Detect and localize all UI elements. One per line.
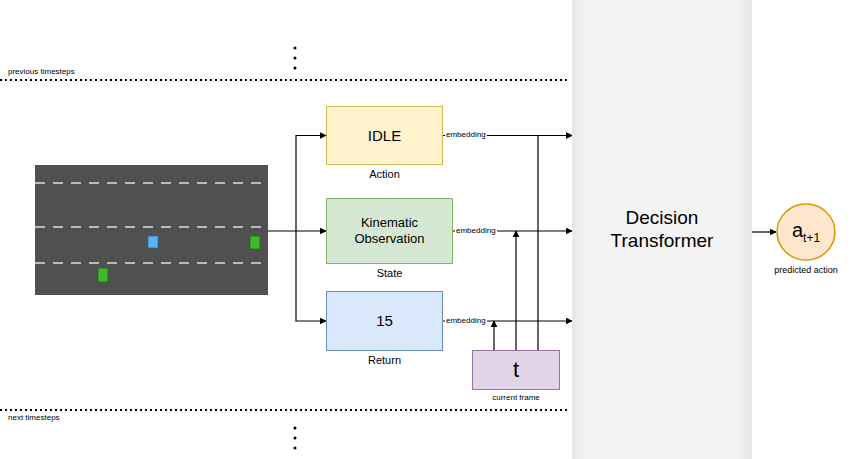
node-text: Kinematic Observation — [327, 215, 452, 246]
timestep-note: next timesteps — [8, 413, 60, 422]
image-link — [268, 230, 326, 231]
frame-branch — [515, 231, 516, 350]
frame-box: tcurrent frame — [472, 350, 560, 390]
return-box: 15Return — [326, 291, 443, 351]
state-box: Kinematic ObservationState — [326, 198, 453, 264]
edge-label: embedding — [445, 131, 487, 140]
node-caption: Return — [297, 354, 472, 366]
timestep-divider — [0, 409, 570, 411]
node-caption: predicted action — [746, 265, 852, 275]
edge-label: embedding — [455, 227, 497, 236]
node-caption: current frame — [443, 393, 589, 402]
transformer-band: Decision Transformer — [572, 0, 752, 459]
node-text: Decision Transformer — [572, 207, 752, 253]
frame-branch — [493, 321, 494, 350]
action-box: IDLEAction — [326, 106, 443, 165]
node-text: 15 — [370, 312, 399, 330]
connector — [538, 136, 572, 351]
image-link — [296, 231, 326, 321]
node-caption: Action — [297, 168, 472, 180]
symbol-subscript: t+1 — [803, 231, 820, 245]
symbol-text: a — [792, 219, 803, 241]
edge-label: embedding — [445, 317, 487, 326]
timestep-note: previous timesteps — [8, 67, 75, 76]
node-text: IDLE — [362, 127, 407, 145]
image-link — [296, 136, 326, 232]
node-caption: State — [297, 267, 482, 279]
timestep-divider — [0, 79, 570, 81]
node-text: t — [507, 357, 525, 383]
action-symbol: at+1 — [792, 218, 820, 245]
highway-image — [35, 165, 268, 295]
connector — [752, 231, 776, 232]
action-circle: at+1predicted action — [776, 203, 836, 261]
